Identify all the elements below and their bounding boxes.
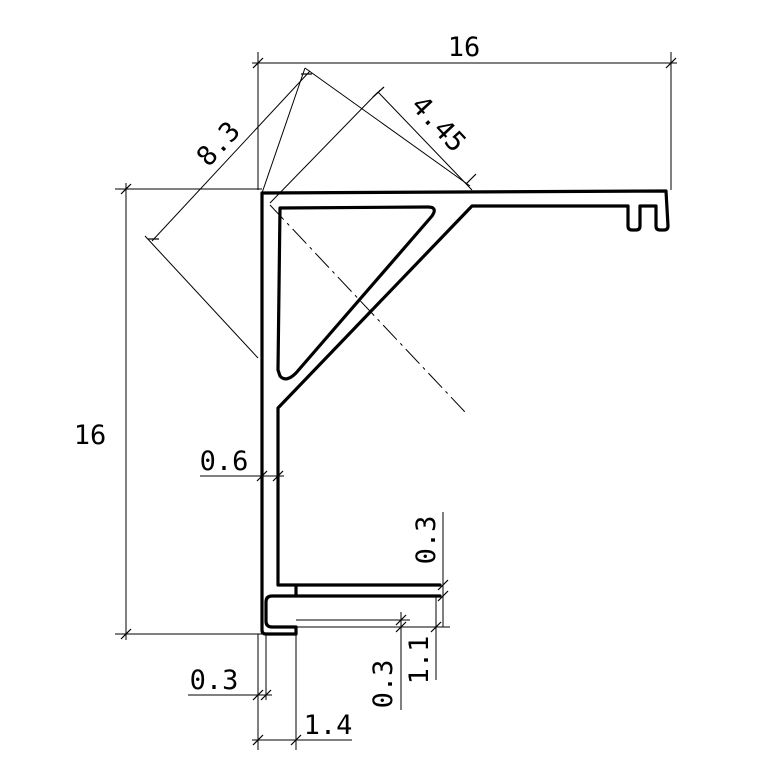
- slot-top-tick-2: [437, 590, 449, 602]
- diag-inner-ext-3: [377, 91, 473, 191]
- diag-inner-tick-2: [465, 173, 477, 185]
- lip-width-tick-1: [252, 734, 264, 746]
- lip-width-label: 1.4: [304, 710, 353, 741]
- slot-bottom-gap-label: 0.3: [368, 660, 399, 709]
- diag-outer-ext-1: [261, 67, 306, 194]
- height-tick-top: [120, 183, 132, 195]
- slot-height-label: 1.1: [404, 636, 435, 685]
- slot-top-gap-label: 0.3: [411, 516, 442, 565]
- wall-tick-1: [256, 470, 268, 482]
- wall-tick-2: [272, 470, 284, 482]
- width-label: 16: [448, 32, 481, 63]
- diag-outer-dim-line: [151, 70, 311, 242]
- chamber-centerline: [269, 204, 466, 413]
- slot-top-tick-1: [437, 579, 449, 591]
- diag-outer-ext-2: [144, 235, 259, 359]
- width-tick-right: [665, 57, 677, 69]
- diag-inner-ext-4: [269, 91, 379, 204]
- diag-inner-tick-1: [372, 86, 385, 98]
- diag-inner-label: 4.45: [405, 90, 472, 159]
- slot-height-tick: [430, 621, 442, 633]
- height-label: 16: [74, 420, 107, 451]
- profile-inner-chamber: [276, 205, 436, 381]
- width-tick-left: [252, 57, 264, 69]
- slot-bottom-tick-1: [395, 614, 407, 626]
- diag-inner-ext-2: [304, 67, 471, 187]
- height-tick-bottom: [120, 628, 132, 640]
- lip-thickness-tick-2: [260, 689, 272, 701]
- lip-width-tick-2: [290, 734, 302, 746]
- slot-bottom-tick-2: [395, 621, 407, 633]
- lip-thickness-label: 0.3: [190, 665, 239, 696]
- diag-outer-label: 8.3: [191, 116, 247, 173]
- lip-thickness-tick-1: [252, 689, 264, 701]
- wall-label: 0.6: [200, 446, 249, 477]
- profile-outer-outline: [260, 189, 670, 636]
